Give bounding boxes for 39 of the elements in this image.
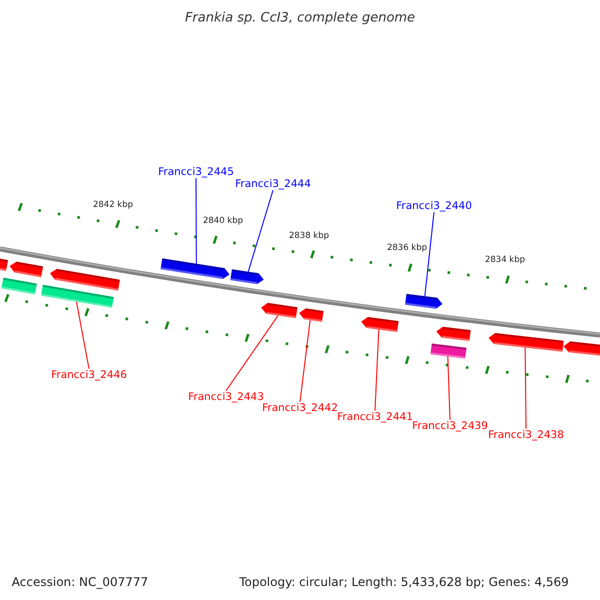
gene-label: Francci3_2440	[396, 200, 472, 212]
gene-label: Francci3_2445	[158, 166, 234, 178]
leader-line	[524, 347, 526, 430]
scale-label: 2842 kbp	[92, 200, 134, 210]
leader-line	[374, 329, 380, 412]
gene-label: Francci3_2443	[188, 392, 264, 402]
leader-line	[300, 320, 311, 402]
scale-label: 2840 kbp	[202, 216, 244, 226]
leader-line	[196, 178, 197, 264]
leader-line	[76, 301, 90, 370]
gene-block	[1, 278, 37, 294]
footer-text: Accession: NC_007777	[12, 576, 148, 588]
footer-text: Topology: circular; Length: 5,433,628 bp; Genes: 4,569	[239, 576, 569, 588]
leader-line	[226, 315, 279, 392]
gene-block	[436, 326, 471, 342]
gene-block	[564, 341, 600, 356]
leader-line	[248, 190, 274, 272]
gene-block	[361, 317, 399, 332]
gene-block	[261, 302, 298, 318]
scale-label: 2836 kbp	[386, 244, 428, 252]
gene-label: Francci3_2438	[488, 430, 564, 440]
gene-label: Francci3_2441	[337, 412, 413, 422]
gene-block	[160, 258, 230, 279]
gene-block	[50, 268, 120, 291]
gene-block	[0, 256, 8, 271]
gene-label: Francci3_2442	[262, 402, 338, 414]
gene-block	[405, 294, 442, 309]
scale-label: 2834 kbp	[484, 256, 526, 264]
gene-label: Francci3_2444	[235, 178, 311, 190]
leader-line	[447, 356, 450, 420]
leader-line	[424, 212, 434, 297]
scale-label: 2838 kbp	[288, 232, 330, 240]
gene-block	[230, 269, 264, 284]
gene-label: Francci3_2446	[51, 370, 127, 380]
gene-block	[299, 308, 324, 322]
title: Frankia sp. CcI3, complete genome	[184, 12, 416, 24]
gene-block	[40, 284, 114, 308]
gene-label: Francci3_2439	[412, 420, 488, 432]
gene-block	[430, 343, 466, 359]
